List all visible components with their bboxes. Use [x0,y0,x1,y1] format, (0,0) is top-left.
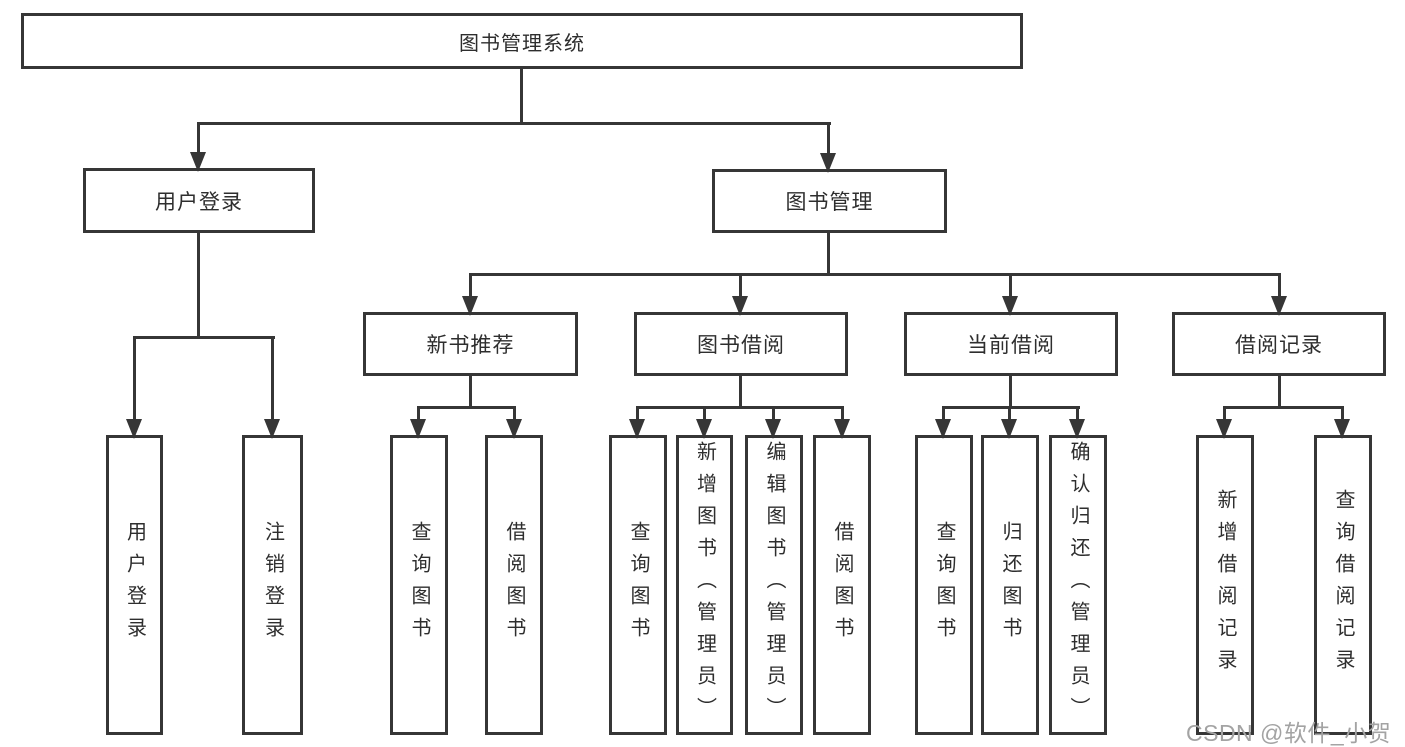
leaf-newbook-borrow-books: 借阅图书 [485,435,543,735]
connector-drop-bb-query [636,406,639,421]
connector-drop-book-management [827,122,830,155]
connector-userlogin-stem [197,233,200,339]
connector-newbook-stem [469,376,472,409]
node-label: 当前借阅 [967,334,1055,357]
node-new-book-recommend: 新书推荐 [363,312,578,376]
arrowhead-down-icon [190,152,206,172]
arrowhead-down-icon [765,419,781,439]
arrowhead-down-icon [1271,296,1287,316]
connector-bookmgmt-bar [469,273,1281,276]
arrowhead-down-icon [1334,419,1350,439]
arrowhead-down-icon [1002,296,1018,316]
arrowhead-down-icon [696,419,712,439]
connector-borrowrecord-stem [1278,376,1281,409]
leaf-logout: 注销登录 [242,435,303,735]
connector-drop-br-query [1341,406,1344,421]
arrowhead-down-icon [410,419,426,439]
node-book-borrow: 图书借阅 [634,312,848,376]
node-user-login: 用户登录 [83,168,315,233]
node-label: 新增借阅记录 [1214,489,1236,681]
node-label: 图书管理 [785,191,874,214]
node-label: 借阅记录 [1235,334,1323,357]
leaf-current-confirm-return-admin: 确认归还（管理员） [1049,435,1107,735]
node-book-management: 图书管理 [712,169,947,233]
connector-drop-nb-query [417,406,420,421]
connector-drop-cb-confirm [1076,406,1079,421]
arrowhead-down-icon [126,419,142,439]
node-label: 新增图书（管理员） [693,441,716,729]
leaf-current-query-books: 查询图书 [915,435,973,735]
connector-userlogin-bar [133,336,275,339]
leaf-record-query-borrow-record: 查询借阅记录 [1314,435,1372,735]
connector-drop-cb-query [942,406,945,421]
node-label: 编辑图书（管理员） [763,441,785,729]
connector-root-stem [520,69,523,123]
connector-drop-logout [271,336,274,421]
node-label: 查询图书 [627,521,649,649]
leaf-borrow-edit-books-admin: 编辑图书（管理员） [745,435,803,735]
node-label: 注销登录 [261,521,284,649]
connector-bookborrow-bar [636,406,844,409]
arrowhead-down-icon [935,419,951,439]
node-label: 用户登录 [155,190,243,214]
node-label: 查询借阅记录 [1332,489,1354,681]
connector-drop-user-login [197,122,200,154]
connector-drop-br-add [1223,406,1226,421]
connector-newbook-bar [417,406,516,409]
node-label: 确认归还（管理员） [1067,441,1089,729]
node-label: 查询图书 [408,521,430,649]
csdn-watermark: CSDN @软件_小贺同学 [1186,720,1392,746]
connector-drop-borrow-record [1278,273,1281,298]
connector-drop-cb-return [1008,406,1011,421]
arrowhead-down-icon [820,153,836,173]
arrowhead-down-icon [1069,419,1085,439]
leaf-user-login: 用户登录 [106,435,163,735]
node-current-borrow: 当前借阅 [904,312,1118,376]
arrowhead-down-icon [1216,419,1232,439]
leaf-borrow-add-books-admin: 新增图书（管理员） [676,435,733,735]
node-label: 图书借阅 [697,334,785,357]
arrowhead-down-icon [732,296,748,316]
connector-drop-current-borrow [1009,273,1012,298]
arrowhead-down-icon [264,419,280,439]
node-root-library-management-system: 图书管理系统 [21,13,1023,69]
connector-drop-nb-borrow [513,406,516,421]
node-borrow-record: 借阅记录 [1172,312,1386,376]
leaf-record-add-borrow-record: 新增借阅记录 [1196,435,1254,735]
connector-borrowrecord-bar [1223,406,1344,409]
node-label: 图书管理系统 [459,32,585,55]
leaf-newbook-query-books: 查询图书 [390,435,448,735]
arrowhead-down-icon [629,419,645,439]
leaf-borrow-query-books: 查询图书 [609,435,667,735]
arrowhead-down-icon [506,419,522,439]
connector-currentborrow-stem [1009,376,1012,409]
node-label: 归还图书 [999,521,1021,649]
connector-bookmgmt-stem [827,233,830,276]
arrowhead-down-icon [462,296,478,316]
node-label: 借阅图书 [831,521,853,649]
node-label: 借阅图书 [503,521,525,649]
connector-drop-bb-edit [772,406,775,421]
node-label: 用户登录 [123,521,146,649]
node-label: 查询图书 [933,521,955,649]
arrowhead-down-icon [834,419,850,439]
leaf-borrow-borrow-books: 借阅图书 [813,435,871,735]
node-label: 新书推荐 [426,334,515,357]
connector-currentborrow-bar [942,406,1080,409]
leaf-current-return-books: 归还图书 [981,435,1039,735]
connector-drop-bb-borrow [841,406,844,421]
arrowhead-down-icon [1001,419,1017,439]
connector-drop-bb-add [703,406,706,421]
connector-drop-login-user [133,336,136,421]
connector-root-bar [197,122,831,125]
connector-drop-new-book [469,273,472,298]
connector-bookborrow-stem [739,376,742,409]
connector-drop-book-borrow [739,273,742,298]
